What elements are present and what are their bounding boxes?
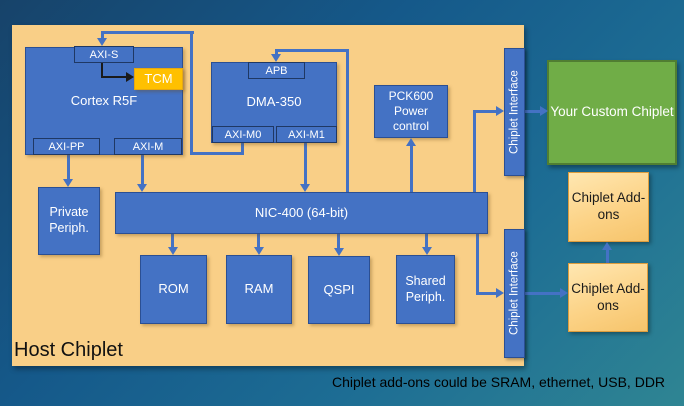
block-label: RAM [244, 281, 274, 297]
arrowhead-down-icon [334, 248, 344, 256]
connector-segment [606, 248, 609, 264]
block-cortex-r5f: Cortex R5F [25, 47, 183, 155]
block-label: Private Periph. [49, 205, 89, 235]
arrowhead-down-icon [422, 247, 432, 255]
port-label: AXI-M [132, 140, 164, 153]
block-chiplet-addons-bottom: Chiplet Add-ons [568, 263, 648, 332]
port-axi-m: AXI-M [114, 138, 182, 155]
arrowhead-right-icon [560, 288, 568, 298]
block-label: NIC-400 (64-bit) [254, 204, 349, 220]
footnote-caption: Chiplet add-ons could be SRAM, ethernet,… [332, 374, 666, 390]
block-label: Chiplet Interface [508, 70, 521, 154]
block-chiplet-addons-top: Chiplet Add-ons [568, 172, 649, 242]
block-your-custom-chiplet: Your Custom Chiplet [547, 60, 677, 165]
block-nic-400: NIC-400 (64-bit) [115, 192, 488, 234]
connector-segment [171, 234, 174, 249]
connector-segment [476, 234, 479, 295]
block-shared-periph: Shared Periph. [396, 255, 455, 324]
connector-segment [275, 49, 349, 52]
block-label: Shared Periph. [405, 273, 446, 304]
connector-segment [101, 63, 103, 78]
arrowhead-up-icon [406, 138, 416, 146]
block-label: Chiplet Add-ons [571, 190, 646, 222]
port-axi-m1: AXI-M1 [276, 126, 337, 143]
port-label: AXI-S [89, 48, 119, 61]
arrowhead-down-icon [63, 179, 73, 187]
arrowhead-right-icon [496, 288, 504, 298]
block-pck600-power-control: PCK600 Power control [374, 85, 448, 138]
connector-segment [241, 141, 244, 155]
block-label: DMA-350 [246, 94, 302, 110]
connector-segment [525, 110, 542, 113]
port-axi-m0: AXI-M0 [212, 126, 274, 143]
port-label: APB [265, 64, 288, 77]
block-label: Your Custom Chiplet [550, 104, 674, 120]
arrowhead-down-icon [168, 247, 178, 255]
arrowhead-down-icon [271, 54, 281, 62]
connector-segment [275, 49, 278, 57]
connector-segment [67, 155, 70, 181]
block-label: Chiplet Interface [508, 251, 521, 336]
connector-segment [141, 155, 144, 186]
block-qspi: QSPI [308, 256, 370, 324]
connector-segment [425, 234, 428, 249]
connector-segment [101, 31, 194, 34]
connector-segment [346, 49, 349, 192]
block-tcm: TCM [134, 68, 183, 90]
connector-segment [337, 234, 340, 250]
connector-segment [190, 152, 244, 155]
connector-segment [257, 234, 260, 249]
connector-segment [101, 31, 104, 41]
connector-segment [473, 110, 498, 113]
block-label: Cortex R5F [70, 92, 138, 108]
block-label: ROM [158, 281, 189, 297]
connector-segment [304, 143, 307, 186]
block-chiplet-interface-top: Chiplet Interface [504, 48, 525, 176]
block-private-periph: Private Periph. [38, 187, 100, 255]
connector-segment [476, 292, 498, 295]
block-ram: RAM [226, 255, 292, 324]
arrowhead-right-icon [496, 106, 504, 116]
arrowhead-down-icon [300, 184, 310, 192]
arrowhead-up-icon [602, 242, 612, 250]
port-apb: APB [248, 62, 305, 79]
port-label: AXI-M1 [288, 128, 325, 141]
arrowhead-down-icon [137, 184, 147, 192]
block-rom: ROM [140, 255, 207, 324]
arrowhead-right-icon [540, 106, 548, 116]
port-label: AXI-M0 [224, 128, 262, 141]
block-chiplet-interface-bottom: Chiplet Interface [504, 229, 525, 358]
connector-segment [101, 76, 127, 78]
block-label: TCM [144, 70, 173, 86]
connector-segment [410, 144, 413, 192]
port-axi-s: AXI-S [74, 46, 134, 63]
arrowhead-right-icon [126, 72, 134, 82]
port-axi-pp: AXI-PP [33, 138, 100, 155]
host-chiplet-title: Host Chiplet [14, 339, 123, 361]
arrowhead-down-icon [97, 38, 107, 46]
block-label: QSPI [323, 281, 355, 297]
connector-segment [473, 110, 476, 192]
block-label: PCK600 Power control [388, 89, 434, 133]
block-label: Chiplet Add-ons [571, 280, 645, 313]
connector-segment [525, 292, 562, 295]
connector-segment [190, 31, 193, 155]
arrowhead-down-icon [254, 247, 264, 255]
port-label: AXI-PP [48, 140, 85, 153]
